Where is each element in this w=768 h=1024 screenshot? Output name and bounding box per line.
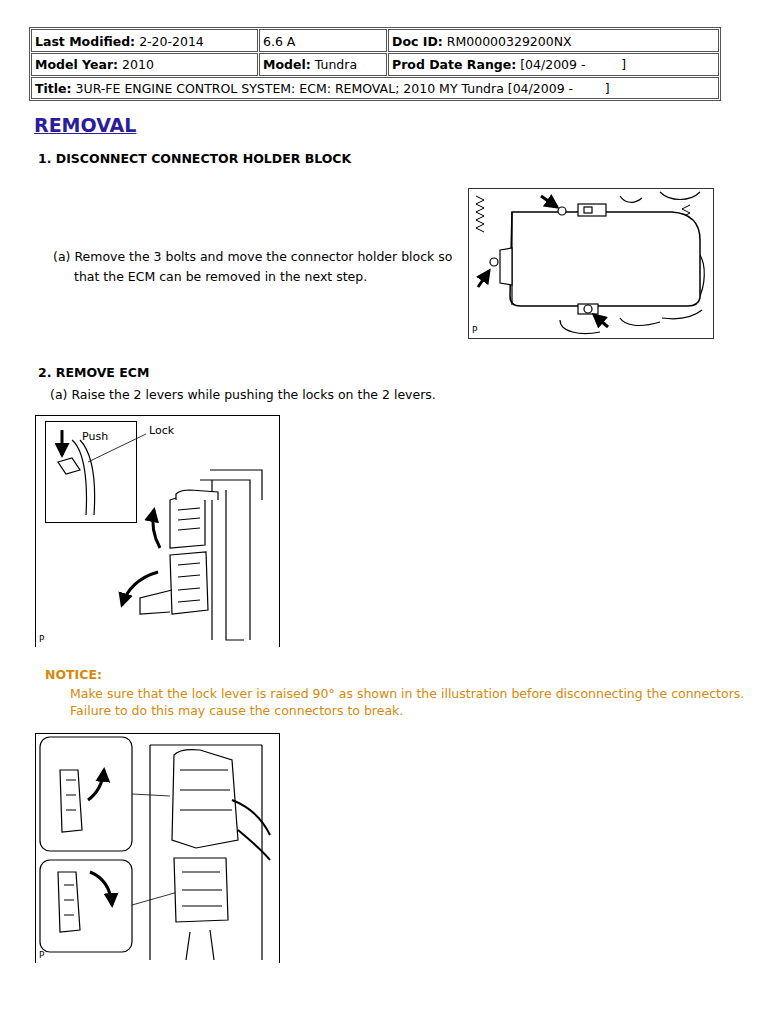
header-table-part <box>32 54 258 76</box>
lever-illustration-part <box>170 552 208 614</box>
connector-illustration-part <box>58 872 80 932</box>
header-table-part <box>260 54 387 76</box>
illustration-frame: P <box>35 733 280 963</box>
page-heading: REMOVAL <box>34 114 136 136</box>
figure-mark: P <box>39 634 44 644</box>
header-table-part <box>260 30 387 52</box>
header-cell-text: Model Year: <box>35 57 118 72</box>
lever-illustration-part <box>176 490 218 500</box>
figure-mark: P <box>39 950 44 960</box>
connector-illustration-part <box>182 872 222 906</box>
connector-illustration-part <box>40 860 132 952</box>
figure-mark: P <box>472 325 477 335</box>
callout-label: Push <box>82 430 108 443</box>
connector-illustration-part <box>186 930 214 960</box>
instruction-text: 2. REMOVE ECM <box>38 365 149 380</box>
header-cell-text: 6.6 A <box>263 34 295 49</box>
inset-box: Push <box>45 421 137 523</box>
header-cell-text: [04/2009 - ] <box>520 57 626 72</box>
illustration-frame: LockP Push <box>35 415 280 647</box>
lever-illustration-part <box>178 508 200 530</box>
holder-block-illustration-part <box>620 192 700 202</box>
holder-block-illustration-part <box>594 315 608 327</box>
connector-illustration-part <box>40 737 132 851</box>
lever-illustration-part <box>72 440 95 515</box>
header-cell-text: Title: <box>35 81 72 96</box>
notice-heading: NOTICE: <box>45 667 102 682</box>
holder-block-illustration-part <box>578 304 598 314</box>
header-cell-text: Doc ID: <box>392 34 443 49</box>
lever-illustration <box>58 430 262 640</box>
connector-illustration-part <box>174 858 228 922</box>
connector-illustration <box>40 737 270 960</box>
holder-block-illustration <box>476 192 704 334</box>
holder-block-illustration-part <box>584 207 592 213</box>
lever-illustration-part <box>153 510 160 548</box>
lever-illustration-part <box>170 495 205 548</box>
holder-block-illustration-part <box>490 258 498 266</box>
holder-block-illustration-part <box>578 204 606 216</box>
connector-illustration-part <box>88 770 104 800</box>
header-table-part <box>389 54 719 76</box>
header-cell-text: RM00000329200NX <box>447 34 572 49</box>
connector-illustration-part <box>60 770 82 832</box>
header-table-part <box>30 28 721 101</box>
header-table-part <box>32 30 258 52</box>
header-cell-text: Prod Date Range: <box>392 57 516 72</box>
instruction-text: (a) Raise the 2 levers while pushing the… <box>50 387 436 402</box>
header-cell-text: 3UR-FE ENGINE CONTROL SYSTEM: ECM: REMOV… <box>76 81 610 96</box>
notice-text: Make sure that the lock lever is raised … <box>70 685 750 719</box>
header-table-part <box>32 78 719 99</box>
connector-illustration-part <box>172 750 238 848</box>
lever-illustration-part <box>122 572 158 605</box>
holder-block-illustration-part <box>560 318 660 334</box>
holder-block-illustration-part <box>584 305 592 313</box>
holder-block-illustration-part <box>558 207 566 215</box>
header-cell-text: 2-20-2014 <box>139 34 204 49</box>
holder-block-illustration-part <box>510 212 700 306</box>
connector-illustration-part <box>180 770 232 810</box>
connector-illustration-part <box>150 745 262 960</box>
lever-illustration-part <box>140 590 172 614</box>
holder-block-illustration-part <box>478 271 489 287</box>
header-cell-text: 2010 <box>122 57 154 72</box>
instruction-text: (a) Remove the 3 bolts and move the conn… <box>53 247 458 287</box>
holder-block-illustration-part <box>541 196 557 207</box>
header-cell-text: Model: <box>263 57 311 72</box>
lever-illustration-part <box>58 458 80 474</box>
lever-illustration-part <box>61 430 64 455</box>
callout-label: Lock <box>149 424 174 437</box>
connector-illustration-part <box>232 800 270 860</box>
instruction-text: 1. DISCONNECT CONNECTOR HOLDER BLOCK <box>38 151 351 166</box>
header-cell-text: Tundra <box>315 57 357 72</box>
header-cell-text: Last Modified: <box>35 34 135 49</box>
lever-illustration-part <box>178 563 200 602</box>
illustration-frame: P <box>468 188 714 339</box>
header-table <box>30 28 721 101</box>
header-table-part <box>389 30 719 52</box>
holder-block-illustration-part <box>500 248 512 285</box>
holder-block-illustration-part <box>476 196 484 232</box>
connector-illustration-part <box>90 872 112 905</box>
